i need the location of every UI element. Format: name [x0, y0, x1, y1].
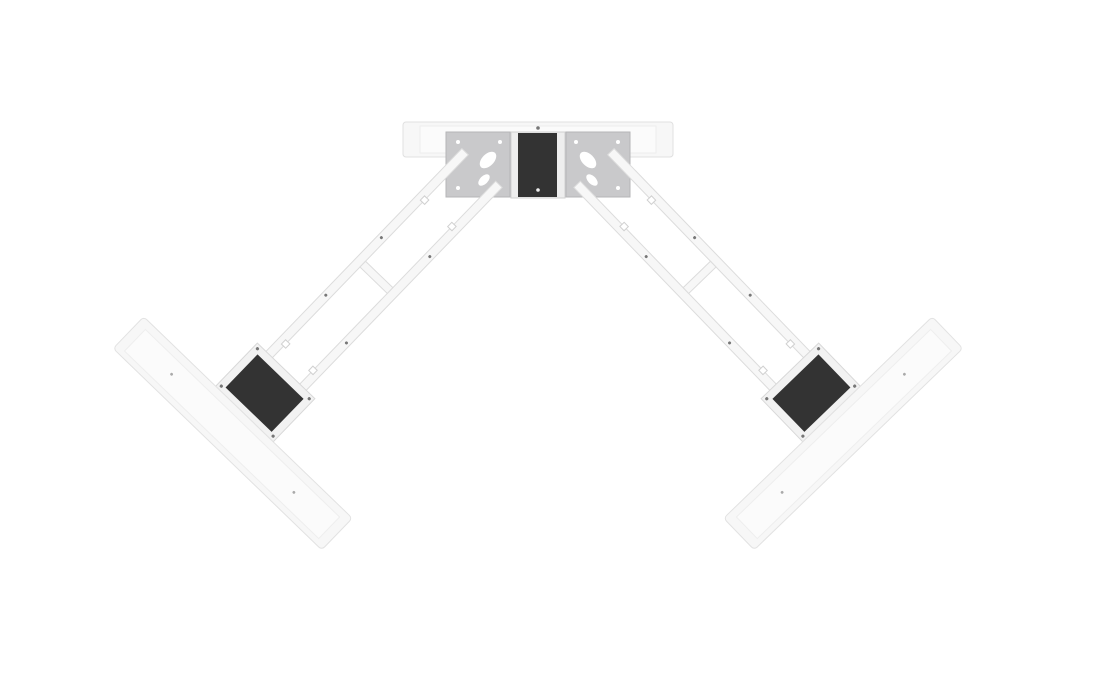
center-motor — [510, 126, 566, 199]
